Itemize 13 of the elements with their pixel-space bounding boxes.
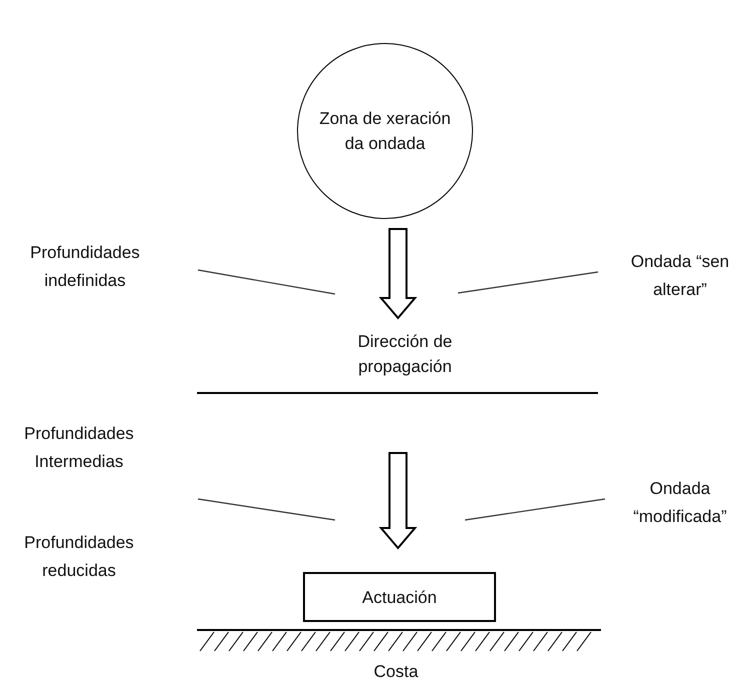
node-label: Actuación [362, 586, 437, 608]
node-label: Zona de xeración da ondada [318, 108, 452, 155]
structure-box [303, 572, 496, 622]
coast-label: Costa [372, 661, 420, 681]
depth-zone-label: Profundidades Intermedias [23, 423, 135, 473]
node-label: Dirección de propagación [356, 331, 454, 378]
depth-zone-label: Profundidades reducidas [23, 532, 135, 582]
block-arrow [378, 228, 418, 320]
depth-zone-label: Profundidades indefinidas [29, 242, 141, 292]
wave-state-label: Ondada “sen alterar” [630, 251, 730, 301]
block-arrow [378, 452, 418, 550]
wave-state-label: Ondada “modificada” [632, 478, 728, 528]
wave-generation-circle [297, 43, 473, 219]
